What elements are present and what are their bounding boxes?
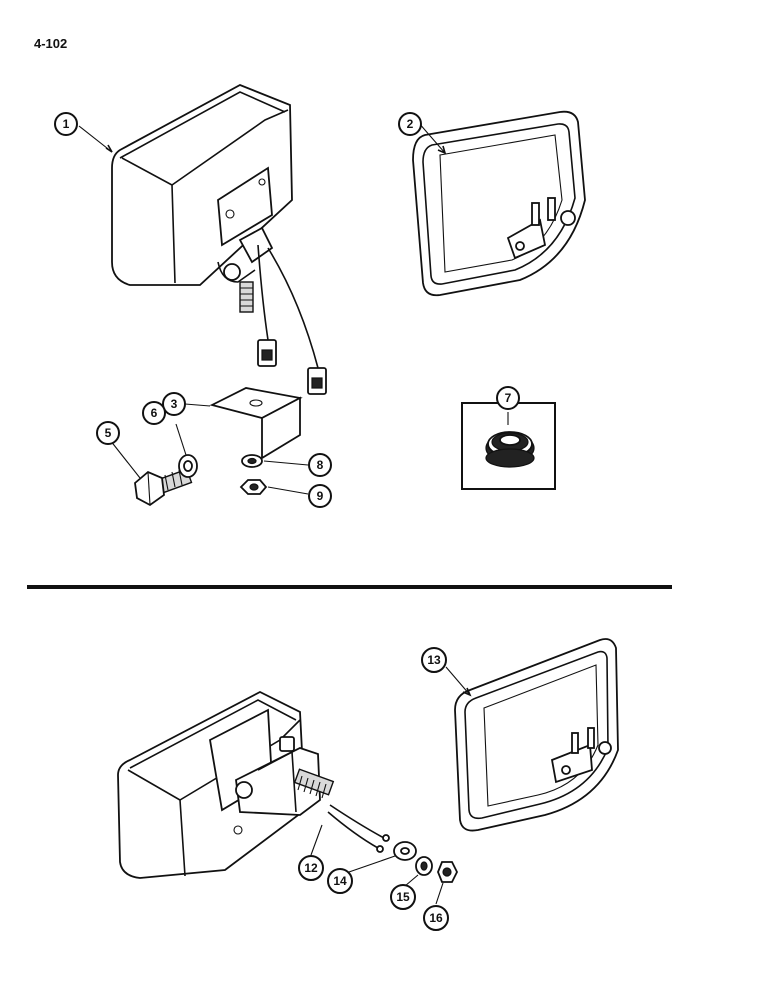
callout-7-label: 7 xyxy=(505,391,512,405)
flat-washer xyxy=(178,454,198,478)
callout-2: 2 xyxy=(398,112,422,136)
lock-washer xyxy=(241,454,263,468)
callout-13: 13 xyxy=(421,647,447,673)
callout-3: 3 xyxy=(162,392,186,416)
leader-lines xyxy=(78,121,509,905)
callout-3-label: 3 xyxy=(171,397,178,411)
page-number: 4-102 xyxy=(34,36,68,51)
callout-9: 9 xyxy=(308,484,332,508)
callout-6: 6 xyxy=(142,401,166,425)
callout-12: 12 xyxy=(298,855,324,881)
callout-1: 1 xyxy=(54,112,78,136)
callout-16-label: 16 xyxy=(429,911,443,925)
callout-5: 5 xyxy=(96,421,120,445)
callout-5-label: 5 xyxy=(105,426,112,440)
lock-washer-bottom xyxy=(415,856,433,876)
callout-12-label: 12 xyxy=(304,861,318,875)
callout-15: 15 xyxy=(390,884,416,910)
lamp-housing-bottom xyxy=(117,690,390,879)
callout-7: 7 xyxy=(496,386,520,410)
flat-washer-bottom xyxy=(393,841,417,861)
callout-8: 8 xyxy=(308,453,332,477)
callout-14: 14 xyxy=(327,868,353,894)
callout-15-label: 15 xyxy=(396,890,410,904)
lens-assembly-top xyxy=(412,110,586,297)
callout-14-label: 14 xyxy=(333,874,347,888)
lens-assembly-bottom xyxy=(454,638,619,832)
callout-2-label: 2 xyxy=(407,117,414,131)
callout-13-label: 13 xyxy=(427,653,441,667)
callout-1-label: 1 xyxy=(63,117,70,131)
callout-8-label: 8 xyxy=(317,458,324,472)
hex-nut xyxy=(239,479,268,495)
hex-nut-bottom xyxy=(437,861,459,883)
mounting-bracket xyxy=(209,387,303,460)
callout-16: 16 xyxy=(423,905,449,931)
lamp-housing-top xyxy=(111,84,327,395)
callout-6-label: 6 xyxy=(151,406,158,420)
hex-bolt xyxy=(134,468,193,507)
callout-9-label: 9 xyxy=(317,489,324,503)
